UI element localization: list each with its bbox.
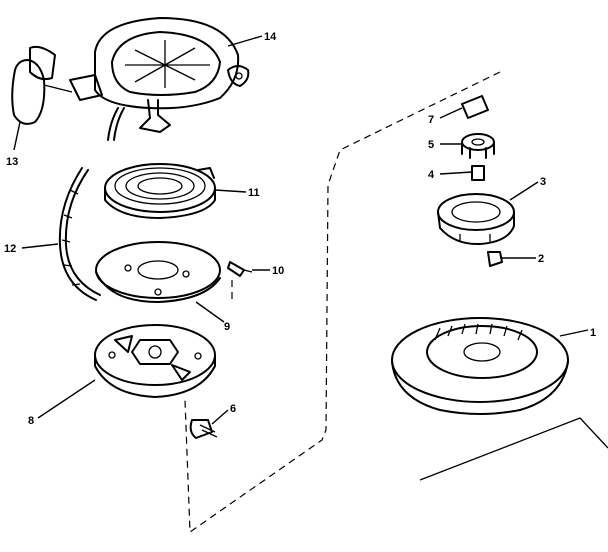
nut-2	[487, 251, 503, 267]
leader-9	[195, 301, 225, 323]
starter-rope	[58, 167, 101, 301]
leader-7	[439, 107, 463, 119]
leader-1	[559, 329, 589, 337]
key-7	[461, 95, 489, 119]
starter-housing	[69, 17, 250, 133]
callout-12: 12	[4, 243, 16, 255]
flywheel-screen	[391, 317, 569, 415]
starter-pulley	[94, 324, 216, 398]
rope-fragment	[107, 107, 125, 141]
bolt-6	[189, 419, 218, 439]
callout-5: 5	[428, 139, 434, 151]
recoil-spring	[104, 163, 216, 219]
callout-9: 9	[224, 321, 230, 333]
spring-plate	[95, 241, 221, 303]
frame-corner-line	[419, 417, 608, 481]
callout-3: 3	[540, 176, 546, 188]
leader-3	[509, 181, 539, 201]
callout-13: 13	[6, 156, 18, 168]
leader-8	[37, 379, 96, 419]
callout-14: 14	[264, 31, 277, 43]
callout-2: 2	[538, 253, 544, 265]
collar-5	[461, 133, 495, 159]
leader-13	[13, 121, 21, 151]
callout-10: 10	[272, 265, 284, 277]
callout-6: 6	[230, 403, 236, 415]
leader-6	[211, 409, 229, 425]
callout-1: 1	[590, 327, 596, 339]
callout-7: 7	[428, 114, 434, 126]
leader-14	[227, 35, 263, 47]
assembly-dashed-line	[184, 71, 501, 534]
screw-10	[227, 261, 253, 277]
leader-4	[439, 171, 473, 175]
stud-4	[471, 165, 485, 181]
leader-12	[21, 243, 59, 249]
starter-handle	[11, 45, 73, 125]
leader-11	[214, 189, 247, 193]
callout-4: 4	[428, 169, 435, 181]
starter-cup	[437, 193, 515, 246]
callout-8: 8	[28, 415, 34, 427]
callout-11: 11	[248, 187, 260, 199]
